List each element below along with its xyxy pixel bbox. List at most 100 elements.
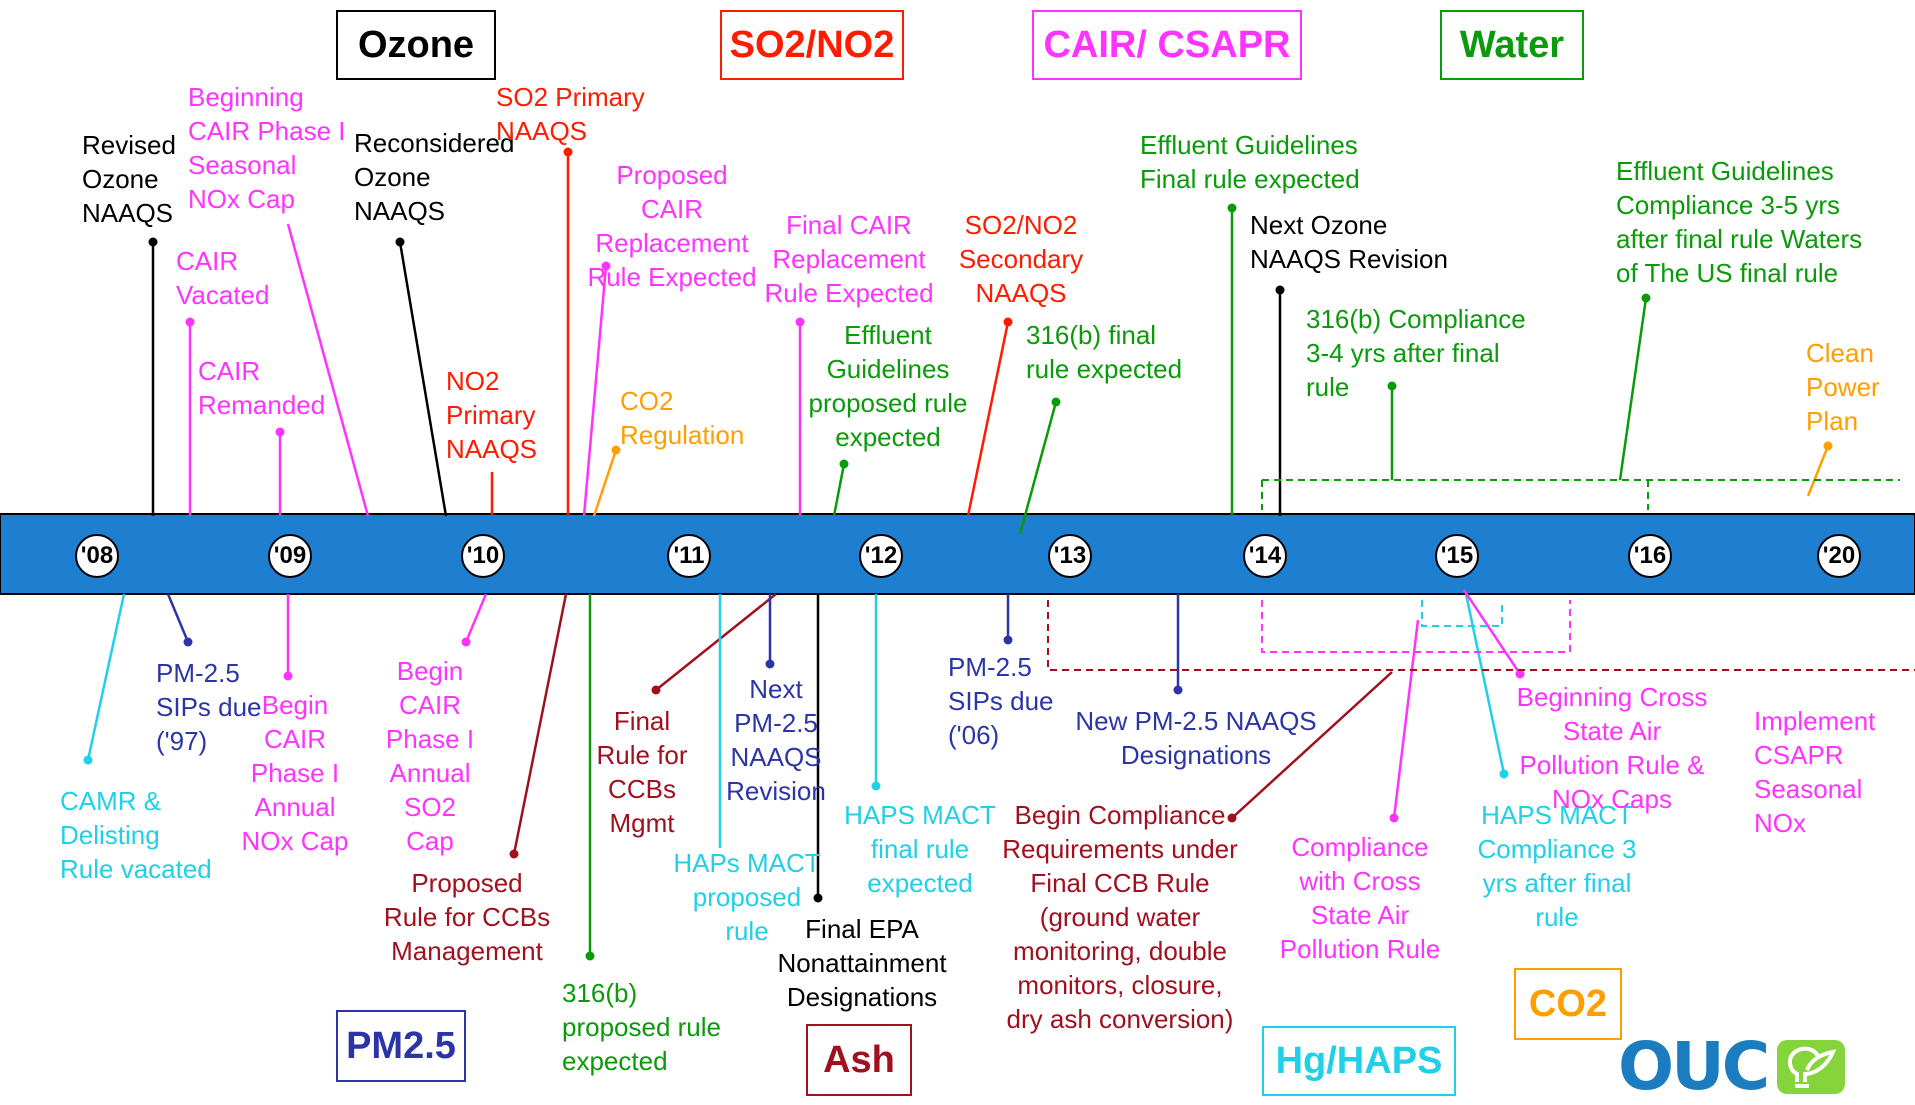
label-beginning-csapr: Beginning Cross State Air Pollution Rule…	[1516, 682, 1708, 814]
label-implement-csapr: Implement CSAPR Seasonal NOx	[1754, 706, 1876, 838]
label-so2-primary: SO2 Primary NAAQS	[496, 82, 645, 146]
connector-dot	[651, 685, 661, 695]
label-so2no2-secondary: SO2/NO2 Secondary NAAQS	[958, 210, 1084, 308]
label-co2-regulation: CO2 Regulation	[620, 386, 745, 450]
ash-category-box: Ash	[806, 1024, 912, 1096]
lightbulb-leaf-icon	[1777, 1040, 1846, 1094]
connector-dot	[839, 459, 849, 469]
connector-dot	[871, 781, 881, 791]
connector-dot	[601, 261, 611, 271]
year-marker: '14	[1243, 534, 1287, 578]
connector-line	[398, 241, 448, 517]
connector-line	[1464, 593, 1506, 775]
connector-dot	[509, 849, 519, 859]
hg-haps-category-box: Hg/HAPS	[1262, 1026, 1456, 1096]
year-marker: '10	[461, 534, 505, 578]
year-marker: '20	[1817, 534, 1861, 578]
label-effluent-proposed: Effluent Guidelines proposed rule expect…	[808, 320, 968, 452]
connector-dot	[1387, 381, 1397, 391]
label-beginning-cair-seasonal: Beginning CAIR Phase I Seasonal NOx Cap	[188, 82, 346, 214]
connector-dot	[461, 637, 471, 647]
label-no2-primary: NO2 Primary NAAQS	[446, 366, 538, 464]
connector-line	[1231, 671, 1393, 819]
label-new-pm25-designations: New PM-2.5 NAAQS Designations	[1075, 706, 1317, 770]
ozone-category-box: Ozone	[336, 10, 496, 80]
dashed-bracket	[1421, 600, 1503, 627]
label-revised-ozone: Revised Ozone NAAQS	[82, 130, 176, 228]
dashed-bracket	[1261, 600, 1571, 653]
label-clean-power-plan: Clean Power Plan	[1806, 338, 1880, 436]
label-316b-compliance: 316(b) Compliance 3-4 yrs after final ru…	[1306, 304, 1526, 402]
label-cair-remanded: CAIR Remanded	[198, 356, 326, 420]
label-proposed-ccb: Proposed Rule for CCBs Management	[383, 868, 551, 966]
connector-line	[655, 593, 777, 691]
year-marker: '15	[1435, 534, 1479, 578]
label-begin-cair-annual-so2: Begin CAIR Phase I Annual SO2 Cap	[385, 656, 475, 856]
dashed-bracket	[1047, 600, 1915, 671]
timeline-bar	[0, 513, 1915, 595]
pm25-category-box: PM2.5	[336, 1010, 466, 1082]
connector-dot	[1227, 813, 1237, 823]
connector-line	[464, 593, 488, 643]
connector-dot	[395, 237, 405, 247]
connector-line	[582, 265, 608, 517]
connector-dot	[795, 317, 805, 327]
ouc-logo: OUC	[1618, 1028, 1847, 1105]
connector-line	[1018, 401, 1058, 535]
label-begin-ccb-compliance: Begin Compliance Requirements under Fina…	[1002, 800, 1238, 1034]
connector-dot	[611, 445, 621, 455]
connector-dot	[1515, 669, 1525, 679]
label-next-pm25: Next PM-2.5 NAAQS Revision	[726, 674, 826, 806]
label-haps-mact-proposed: HAPs MACT proposed rule	[673, 848, 821, 946]
connector-dot	[148, 237, 158, 247]
cair-csapr-category-box: CAIR/ CSAPR	[1032, 10, 1302, 80]
connector-line	[86, 593, 126, 761]
connector-dot	[275, 427, 285, 437]
connector-dot	[83, 755, 93, 765]
connector-line	[1462, 589, 1522, 675]
connector-dot	[1003, 635, 1013, 645]
connector-dot	[1051, 397, 1061, 407]
year-marker: '09	[268, 534, 312, 578]
connector-dot	[1227, 203, 1237, 213]
connector-line	[1618, 297, 1648, 481]
connector-dot	[185, 317, 195, 327]
connector-dot	[1275, 285, 1285, 295]
connector-line	[1806, 445, 1830, 497]
year-marker: '08	[75, 534, 119, 578]
ouc-logo-text: OUC	[1618, 1028, 1770, 1105]
label-next-ozone: Next Ozone NAAQS Revision	[1250, 210, 1448, 274]
year-marker: '16	[1628, 534, 1672, 578]
connector-line	[166, 593, 190, 643]
label-effluent-compliance: Effluent Guidelines Compliance 3-5 yrs a…	[1616, 156, 1863, 288]
connector-dot	[585, 951, 595, 961]
label-begin-cair-annual-nox: Begin CAIR Phase I Annual NOx Cap	[241, 690, 349, 856]
label-proposed-cair-replacement: Proposed CAIR Replacement Rule Expected	[587, 160, 757, 292]
label-pm25-sips-97: PM-2.5 SIPs due ('97)	[156, 658, 262, 756]
label-final-cair-replacement: Final CAIR Replacement Rule Expected	[764, 210, 934, 308]
connector-dot	[813, 893, 823, 903]
label-final-ccb: Final Rule for CCBs Mgmt	[596, 706, 688, 838]
water-category-box: Water	[1440, 10, 1584, 80]
connector-dot	[563, 147, 573, 157]
connector-dot	[1389, 813, 1399, 823]
label-316b-proposed: 316(b) proposed rule expected	[562, 978, 721, 1076]
connector-dot	[183, 637, 193, 647]
connector-line	[286, 223, 370, 517]
co2-category-box: CO2	[1514, 968, 1622, 1040]
year-marker: '12	[859, 534, 903, 578]
connector-dot	[1003, 317, 1013, 327]
connector-dot	[765, 659, 775, 669]
connector-line	[832, 463, 846, 517]
label-reconsidered-ozone: Reconsidered Ozone NAAQS	[354, 128, 515, 226]
label-camr-delisting: CAMR & Delisting Rule vacated	[60, 786, 212, 884]
connector-line	[512, 593, 568, 855]
connector-dot	[283, 671, 293, 681]
connector-line	[966, 321, 1010, 517]
year-marker: '13	[1048, 534, 1092, 578]
connector-line	[592, 449, 618, 517]
connector-dot	[1499, 769, 1509, 779]
label-pm25-sips-06: PM-2.5 SIPs due ('06)	[948, 652, 1054, 750]
